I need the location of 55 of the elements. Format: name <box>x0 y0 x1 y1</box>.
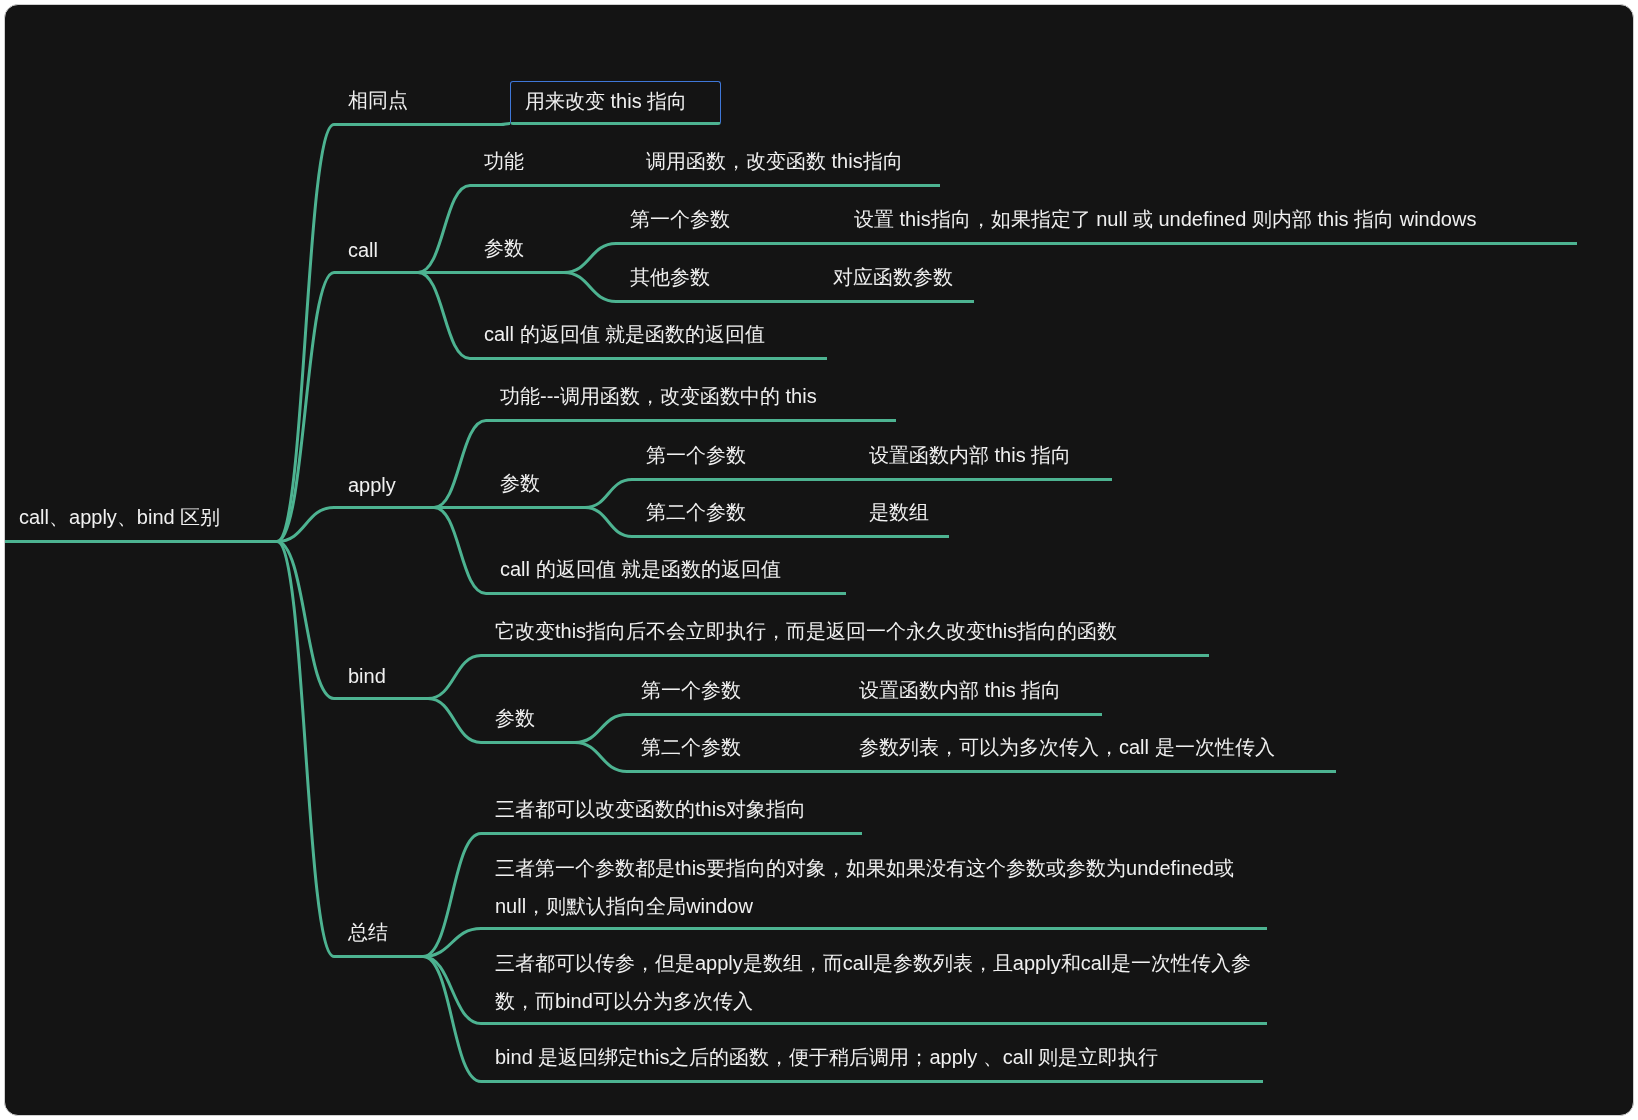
branch-line <box>584 506 633 538</box>
topic-label: 参数 <box>486 469 585 509</box>
topic-label: 参数列表，可以为多次传入，call 是一次性传入 <box>845 733 1336 773</box>
branch-line <box>836 242 840 245</box>
topic-label: call 的返回值 就是函数的返回值 <box>470 320 827 360</box>
branch-line <box>427 697 482 744</box>
topic-label: bind <box>334 660 428 700</box>
topic-label: 第一个参数 <box>616 205 836 245</box>
branch-line <box>275 540 336 958</box>
topic-label: 功能---调用函数，改变函数中的 this <box>486 382 896 422</box>
topic-label: 第一个参数 <box>632 441 851 481</box>
branch-line <box>433 419 487 509</box>
central-topic: call、apply、bind 区别 <box>5 503 277 543</box>
branch-line <box>851 535 855 538</box>
topic-label: 是数组 <box>855 498 949 538</box>
topic-label: 第二个参数 <box>627 733 841 773</box>
branch-line <box>815 300 819 303</box>
topic-label: 三者第一个参数都是this要指向的对象，如果如果没有这个参数或参数为undefined或null，则默认指向全局window <box>481 848 1267 930</box>
topic-label: 设置 this指向，如果指定了 null 或 undefined 则内部 this 指向 windows <box>840 205 1577 245</box>
highlighted-topic: 用来改变 this 指向 <box>510 81 721 125</box>
topic-label: 对应函数参数 <box>819 263 974 303</box>
branch-line <box>276 271 335 543</box>
topic-label: 其他参数 <box>616 263 815 303</box>
branch-line <box>563 271 617 303</box>
topic-label: 相同点 <box>334 86 501 126</box>
topic-label: 设置函数内部 this 指向 <box>855 441 1112 481</box>
branch-line <box>841 770 845 773</box>
branch-line <box>276 540 335 700</box>
topic-label: apply <box>334 469 434 509</box>
topic-label: 第二个参数 <box>632 498 851 538</box>
branch-line <box>841 713 845 716</box>
branch-line <box>434 506 486 509</box>
topic-label: call <box>334 234 418 274</box>
topic-label: 三者都可以传参，但是apply是数组，而call是参数列表，且apply和call是一次性传入参数，而bind可以分为多次传入 <box>481 943 1267 1025</box>
topic-label: 参数 <box>481 704 575 744</box>
topic-label: 第一个参数 <box>627 676 841 716</box>
topic-label: 调用函数，改变函数 this指向 <box>632 147 940 187</box>
topic-label: 三者都可以改变函数的this对象指向 <box>481 795 862 835</box>
branch-line <box>628 184 632 187</box>
topic-label: 功能 <box>470 147 628 187</box>
branch-line <box>417 184 471 274</box>
branch-line <box>851 478 855 481</box>
topic-label: 设置函数内部 this 指向 <box>845 676 1102 716</box>
branch-line <box>417 271 471 360</box>
branch-line <box>433 506 487 595</box>
branch-line <box>275 123 336 543</box>
topic-label: 它改变this指向后不会立即执行，而是返回一个永久改变this指向的函数 <box>481 617 1209 657</box>
branch-line <box>418 271 470 274</box>
topic-label: 参数 <box>470 234 564 274</box>
branch-line <box>500 122 511 126</box>
branch-line <box>422 955 482 1083</box>
topic-label: 总结 <box>334 918 423 958</box>
topic-label: bind 是返回绑定this之后的函数，便于稍后调用；apply 、call 则是立即执行 <box>481 1043 1263 1083</box>
branch-line <box>574 741 628 773</box>
topic-label: call 的返回值 就是函数的返回值 <box>486 555 846 595</box>
